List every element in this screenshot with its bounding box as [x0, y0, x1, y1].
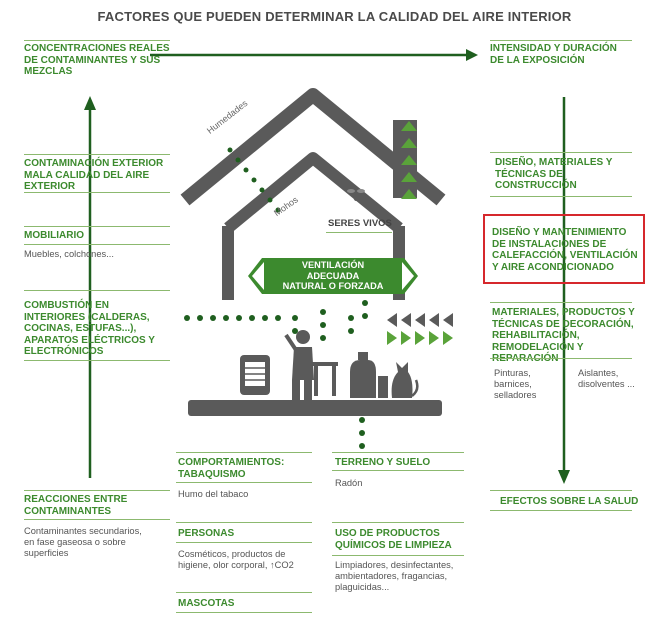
right-item-diseno: DISEÑO, MATERIALES Y TÉCNICAS DE CONSTRU… [495, 157, 613, 191]
green-arrows [387, 331, 453, 345]
left-top-heading: CONCENTRACIONES REALES DE CONTAMINANTES … [24, 43, 170, 77]
page-title: FACTORES QUE PUEDEN DETERMINAR LA CALIDA… [97, 9, 572, 24]
left-arrow-head [84, 96, 96, 110]
left-item-contaminacion: CONTAMINACIÓN EXTERIOR MALA CALIDAD DEL … [24, 158, 164, 192]
bottom-item-tabaquismo-sub: Humo del tabaco [178, 489, 249, 499]
exterior-dots [184, 315, 281, 321]
seres-vivos-label: SERES VIVOS [328, 218, 392, 229]
left-item-reacciones-sub: Contaminantes secundarios, en fase gaseo… [24, 526, 142, 558]
ventilation-label: VENTILACIÓN ADECUADA NATURAL O FORZADA [262, 260, 404, 292]
bottom-item-terreno: TERRENO Y SUELO [335, 457, 431, 468]
right-item-materiales-sub-right: Aislantes, disolventes ... [578, 368, 635, 389]
heater-icon [240, 355, 270, 395]
left-item-reacciones: REACCIONES ENTRE CONTAMINANTES [24, 494, 128, 517]
bottom-item-mascotas: MASCOTAS [178, 598, 235, 609]
inner-roof [224, 152, 403, 233]
table-icon [312, 362, 338, 396]
ventilation-banner [248, 258, 418, 294]
right-item-efectos: EFECTOS SOBRE LA SALUD [500, 496, 639, 507]
right-item-materiales-sub-left: Pinturas, barnices, selladores [494, 368, 537, 400]
right-top-heading: INTENSIDAD Y DURACIÓN DE LA EXPOSICIÓN [490, 43, 617, 66]
house-floor [188, 400, 442, 416]
chimney [393, 120, 417, 198]
ventilation-line-3: NATURAL O FORZADA [282, 281, 384, 291]
chimney-arrow-1 [401, 121, 417, 131]
cat-icon [391, 362, 419, 398]
right-arrow-head [558, 470, 570, 484]
top-arrow-head [466, 49, 478, 61]
chimney-arrow-3 [401, 155, 417, 165]
chimney-arrow-2 [401, 138, 417, 148]
bottom-item-limpieza: USO DE PRODUCTOS QUÍMICOS DE LIMPIEZA [335, 528, 452, 551]
ventilation-line-1: VENTILACIÓN [301, 260, 365, 270]
bottom-item-personas: PERSONAS [178, 528, 235, 539]
fly-icon [347, 189, 365, 201]
radon-dots [359, 417, 365, 449]
grey-arrows [387, 313, 453, 327]
right-item-materiales: MATERIALES, PRODUCTOS Y TÉCNICAS DE DECO… [492, 307, 635, 364]
left-item-mobiliario: MOBILIARIO [24, 230, 84, 241]
vertical-dots [292, 287, 368, 341]
highlight-box [483, 214, 645, 284]
left-item-mobiliario-sub: Muebles, colchones... [24, 249, 114, 259]
bottom-item-personas-sub: Cosméticos, productos de higiene, olor c… [178, 549, 294, 570]
bottom-item-terreno-sub: Radón [335, 478, 363, 488]
left-item-combustion: COMBUSTIÓN EN INTERIORES (CALDERAS, COCI… [24, 300, 155, 357]
humidity-dots [227, 147, 281, 213]
chimney-arrow-4 [401, 172, 417, 182]
bottom-item-limpieza-sub: Limpiadores, desinfectantes, ambientador… [335, 560, 454, 592]
chimney-arrow-5 [401, 189, 417, 199]
cleaning-products-icon [350, 352, 388, 398]
bottom-item-tabaquismo: COMPORTAMIENTOS: TABAQUISMO [178, 457, 285, 480]
ventilation-line-2: ADECUADA [306, 270, 360, 281]
right-item-instalaciones: DISEÑO Y MANTENIMIENTO DE INSTALACIONES … [492, 227, 638, 273]
person-icon [284, 330, 314, 400]
